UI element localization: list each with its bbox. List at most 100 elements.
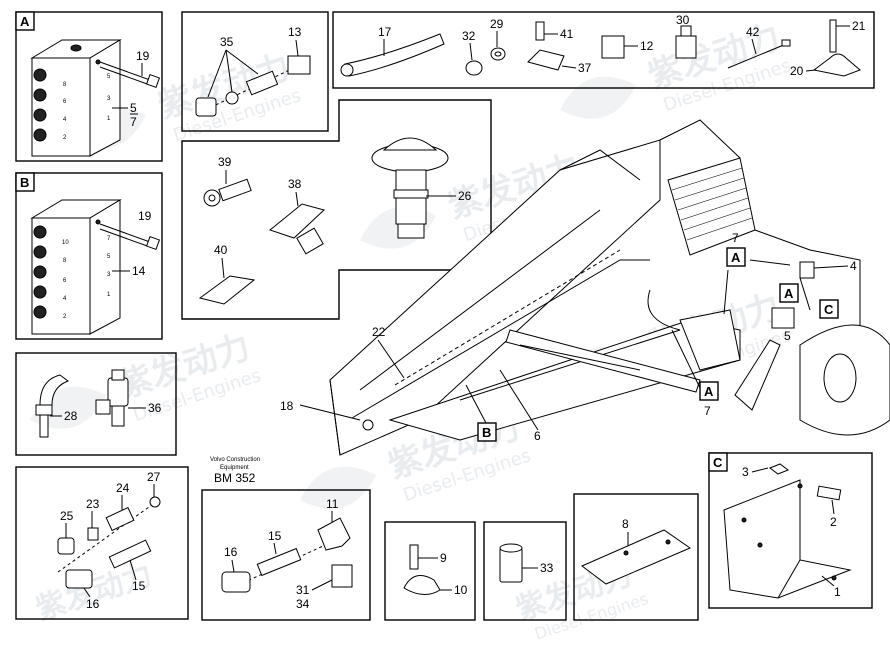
panel-28-36: 28 36 (15, 352, 177, 456)
nut-16b (221, 571, 251, 593)
panel-electrical: 39 38 40 26 (181, 99, 492, 320)
coupling-31 (331, 564, 353, 588)
buzzer-26 (371, 137, 449, 239)
callout-27: 27 (147, 470, 161, 484)
callout-16: 16 (86, 597, 100, 611)
svg-text:C: C (824, 302, 834, 317)
port-label: 5 (107, 254, 111, 260)
callout-11: 11 (326, 497, 339, 511)
distribution-block-b (30, 199, 122, 335)
nut-25 (57, 537, 75, 555)
callout-32: 32 (462, 29, 476, 43)
port-label: 6 (63, 278, 67, 284)
access-step (734, 339, 781, 411)
callout-8: 8 (622, 517, 629, 531)
callout-15: 15 (132, 579, 146, 593)
port-label: 4 (63, 296, 67, 302)
port-label: 10 (62, 240, 69, 246)
coupling-33 (499, 547, 523, 583)
elbow-11 (317, 517, 351, 551)
valve-30 (675, 35, 697, 59)
callout-19: 19 (138, 209, 152, 223)
panel-28-36-frame (15, 352, 177, 456)
ref-tag-c: C (819, 299, 839, 319)
port-label: 6 (63, 99, 67, 105)
svg-text:A: A (731, 250, 741, 265)
credit-code: BM 352 (214, 471, 256, 485)
callout-16: 16 (224, 545, 238, 559)
panel-a: A 8 6 4 2 5 3 1 19 5 7 (15, 11, 163, 162)
port-label: 8 (63, 82, 67, 88)
callout-33: 33 (540, 561, 554, 575)
svg-text:A: A (704, 384, 714, 399)
callout-6: 6 (534, 429, 541, 443)
port-label: 1 (107, 292, 111, 298)
callout-26: 26 (458, 189, 472, 203)
port-label: 4 (63, 117, 67, 123)
callout-21: 21 (852, 19, 866, 33)
nut-16 (65, 569, 93, 589)
panel-35-13-frame (181, 11, 329, 132)
elbow-13 (287, 55, 311, 75)
callout-7: 7 (704, 404, 711, 418)
panel-b-tag-label: B (20, 175, 29, 190)
callout-40: 40 (214, 243, 228, 257)
callout-41: 41 (560, 27, 574, 41)
ref-tag-a-right: A (779, 283, 799, 303)
callout-12: 12 (640, 39, 654, 53)
plug-32 (465, 60, 483, 76)
callout-17: 17 (378, 25, 392, 39)
ref-tag-a-lower: A (699, 381, 719, 401)
panel-c-tag-label: C (713, 455, 723, 470)
panel-c: C 3 2 1 (708, 452, 873, 609)
panel-a-frame (15, 11, 163, 162)
terminal-40 (198, 275, 256, 305)
callout-14: 14 (132, 264, 146, 278)
callout-7: 7 (732, 231, 739, 245)
screw-19-b (99, 223, 161, 251)
callout-5: 5 (130, 101, 137, 115)
screw-21 (829, 19, 837, 53)
panel-fittings-middle: 16 15 11 31 34 (201, 489, 371, 621)
callout-37: 37 (578, 61, 592, 75)
callout-42: 42 (746, 25, 760, 39)
panel-33: 33 (483, 521, 567, 621)
panel-8: 8 (573, 493, 699, 621)
port-label: 2 (63, 135, 67, 141)
panel-b: B 10 8 6 4 2 7 5 3 1 19 14 (15, 172, 163, 340)
callout-31: 31 (296, 583, 310, 597)
callout-4: 4 (850, 259, 857, 273)
port-label: 2 (63, 314, 67, 320)
hinge-bracket (679, 309, 741, 371)
callout-34: 34 (296, 597, 310, 611)
ref-tag-b: B (477, 422, 497, 442)
callout-1: 1 (834, 585, 841, 599)
callout-36: 36 (148, 401, 162, 415)
nipple-15 (108, 539, 152, 569)
watermark-logo-icon (300, 466, 377, 509)
connector-38 (268, 203, 325, 239)
callout-3: 3 (742, 465, 749, 479)
credit-line1: Volvo Construction (210, 457, 260, 463)
svg-text:B: B (482, 425, 491, 440)
callout-38: 38 (288, 177, 302, 191)
panel-c-tag (708, 452, 728, 472)
plate-8 (581, 529, 692, 585)
watermark-logo-icon (560, 76, 637, 119)
panel-9-10-frame (384, 521, 476, 621)
callout-5: 5 (784, 329, 791, 343)
panel-33-frame (483, 521, 567, 621)
callout-22: 22 (372, 325, 386, 339)
callout-9: 9 (440, 551, 447, 565)
panel-9-10: 9 10 (384, 521, 476, 621)
port-label: 1 (107, 116, 111, 122)
ring-23 (87, 527, 99, 541)
radiator-grille (667, 157, 756, 256)
cable-tie-42 (781, 39, 791, 47)
callout-28: 28 (64, 409, 78, 423)
port-label: 3 (107, 272, 111, 278)
bracket-plate-1 (723, 479, 852, 599)
callout-7: 7 (130, 115, 137, 129)
port-label: 5 (107, 74, 111, 80)
panel-fittings-middle-frame (201, 489, 371, 621)
